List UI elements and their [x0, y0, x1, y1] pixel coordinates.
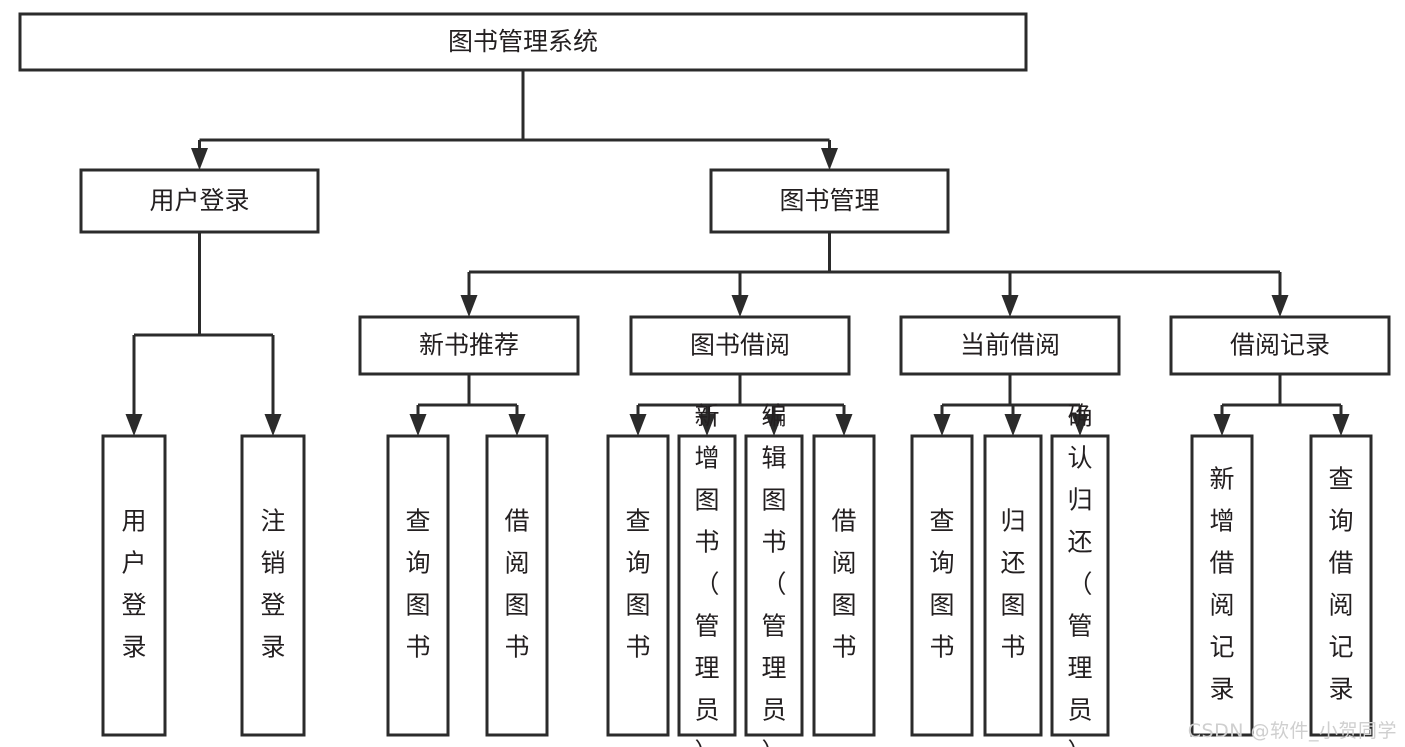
node-box [386, 434, 450, 737]
node-root[interactable]: 图书管理系统 [18, 12, 1028, 72]
node-label: 图书管理系统 [448, 27, 598, 56]
node-l-rec-query[interactable]: 查询借阅记录 [1309, 434, 1373, 737]
node-box [899, 315, 1121, 376]
node-layer: 图书管理系统用户登录图书管理新书推荐图书借阅当前借阅借阅记录用户登录注销登录查询… [18, 12, 1391, 747]
node-box [677, 434, 737, 737]
node-box [606, 434, 670, 737]
node-s-new-book[interactable]: 新书推荐 [358, 315, 580, 376]
node-l-rec-add[interactable]: 新增借阅记录 [1190, 434, 1254, 737]
node-label: 借阅记录 [1230, 331, 1330, 360]
node-label: 用户登录 [121, 507, 146, 662]
node-box [485, 434, 549, 737]
node-box [629, 315, 851, 376]
node-label: 确认归还（管理员） [1067, 402, 1092, 747]
connector-group-s_new_book [409, 374, 526, 436]
node-l-bk-edit[interactable]: 编辑图书（管理员） [744, 402, 804, 747]
node-s-borrow[interactable]: 图书借阅 [629, 315, 851, 376]
connector-layer [125, 70, 1350, 436]
node-label: 当前借阅 [960, 331, 1060, 360]
node-label: 图书借阅 [690, 331, 790, 360]
node-box [709, 168, 950, 234]
node-label: 借阅图书 [504, 507, 529, 662]
node-label: 查询图书 [929, 507, 954, 662]
node-box [1190, 434, 1254, 737]
node-l-bk-add[interactable]: 新增图书（管理员） [677, 402, 737, 747]
node-l-cur-confirm[interactable]: 确认归还（管理员） [1050, 402, 1110, 747]
node-l-cur-return[interactable]: 归还图书 [983, 434, 1043, 737]
node-label: 图书管理 [779, 186, 879, 215]
connector-group-root [191, 70, 838, 170]
node-box [79, 168, 320, 234]
node-s-current[interactable]: 当前借阅 [899, 315, 1121, 376]
connector-group-m_user_login [125, 232, 282, 436]
node-box [983, 434, 1043, 737]
node-box [358, 315, 580, 376]
node-l-bk-query[interactable]: 查询图书 [606, 434, 670, 737]
node-label: 注销登录 [260, 507, 285, 662]
node-m-book-manage[interactable]: 图书管理 [709, 168, 950, 234]
node-label: 查询图书 [625, 507, 650, 662]
connector-group-m_book_manage [460, 232, 1289, 317]
node-box [101, 434, 167, 737]
node-label: 归还图书 [1000, 507, 1025, 662]
node-label: 新书推荐 [419, 331, 519, 360]
connector-group-s_borrow [629, 374, 853, 436]
node-box [1169, 315, 1391, 376]
node-label: 用户登录 [149, 186, 249, 215]
node-box [18, 12, 1028, 72]
node-box [1309, 434, 1373, 737]
node-label: 借阅图书 [831, 507, 856, 662]
node-box [240, 434, 306, 737]
node-box [812, 434, 876, 737]
node-box [1050, 434, 1110, 737]
connector-group-s_record [1213, 374, 1350, 436]
node-label: 新增图书（管理员） [694, 402, 719, 747]
node-l-logout[interactable]: 注销登录 [240, 434, 306, 737]
node-l-bk-borrow[interactable]: 借阅图书 [812, 434, 876, 737]
node-l-nb-query[interactable]: 查询图书 [386, 434, 450, 737]
node-s-record[interactable]: 借阅记录 [1169, 315, 1391, 376]
node-label: 新增借阅记录 [1209, 465, 1234, 704]
node-m-user-login[interactable]: 用户登录 [79, 168, 320, 234]
node-l-cur-query[interactable]: 查询图书 [910, 434, 974, 737]
node-box [910, 434, 974, 737]
node-l-nb-borrow[interactable]: 借阅图书 [485, 434, 549, 737]
node-label: 查询借阅记录 [1328, 465, 1353, 704]
node-label: 编辑图书（管理员） [761, 402, 786, 747]
node-label: 查询图书 [405, 507, 430, 662]
node-box [744, 434, 804, 737]
connector-group-s_current [933, 374, 1089, 436]
csdn-watermark: CSDN @软件_小贺同学 [1187, 720, 1397, 742]
node-l-user-login[interactable]: 用户登录 [101, 434, 167, 737]
